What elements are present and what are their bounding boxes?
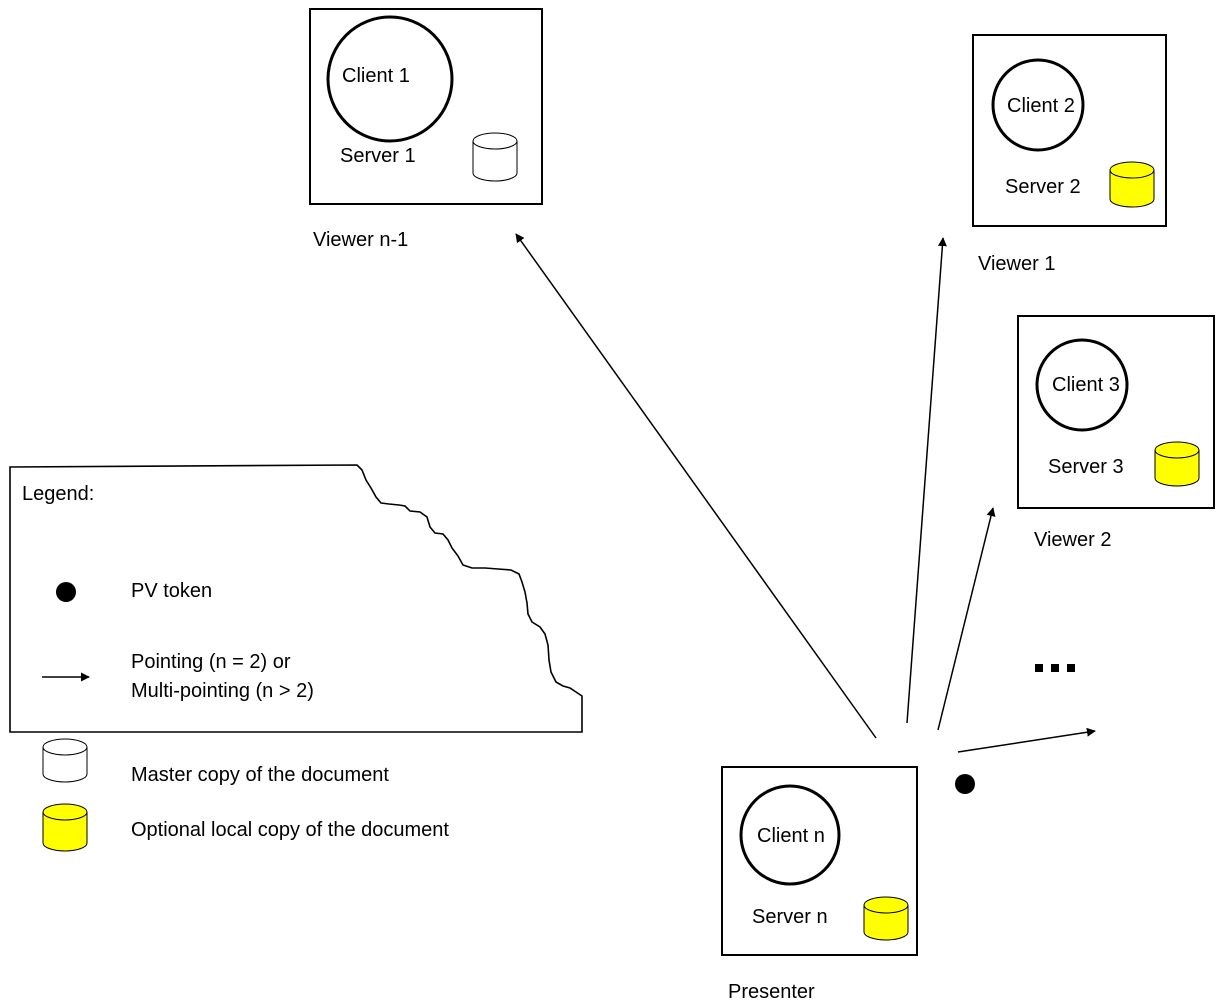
client-label: Client 2 — [1007, 95, 1075, 117]
legend-title: Legend: — [22, 483, 94, 505]
client-label: Client n — [757, 825, 825, 847]
legend-pointing-label-2: Multi-pointing (n > 2) — [131, 680, 314, 702]
arrow-to-viewer-2 — [938, 508, 993, 730]
local-cylinder-icon — [43, 804, 87, 851]
token-dot-icon — [56, 582, 76, 602]
client-label: Client 3 — [1052, 374, 1120, 396]
ellipsis-text: ... — [1036, 655, 1053, 677]
pv-token-icon — [955, 774, 975, 794]
server-label-number: 3 — [1112, 456, 1123, 478]
server-label: Server n — [752, 906, 828, 928]
server-label-prefix: Server — [1048, 456, 1112, 478]
node-viewer-1: Client 2 Server 2 Viewer 1 — [973, 35, 1166, 275]
master-cylinder-icon — [473, 133, 517, 181]
arrow-to-viewer-1 — [907, 238, 943, 723]
node-viewer-n-1: Client 1 Server 1 Viewer n-1 — [310, 9, 542, 251]
server-label: Server 1 — [340, 145, 416, 167]
local-cylinder-icon — [1110, 162, 1154, 207]
master-cylinder-icon — [43, 739, 87, 782]
node-viewer-2: Client 3 Server 3 Viewer 2 — [1018, 316, 1214, 551]
arrow-to-viewer-n-1 — [516, 234, 876, 738]
role-label: Presenter — [728, 981, 815, 1003]
legend-token-label: PV token — [131, 580, 212, 602]
local-cylinder-icon — [864, 897, 908, 940]
legend: Legend: PV token Pointing (n = 2) or Mul… — [10, 465, 582, 851]
legend-pointing-label-1: Pointing (n = 2) or — [131, 651, 291, 673]
local-cylinder-icon — [1155, 442, 1199, 486]
pointing-arrows — [516, 234, 1095, 752]
legend-master-label: Master copy of the document — [131, 764, 389, 786]
role-label: Viewer n-1 — [313, 229, 408, 251]
role-label: Viewer 2 — [1034, 529, 1111, 551]
client-label: Client 1 — [342, 65, 410, 87]
server-label: Server 2 — [1005, 176, 1081, 198]
arrow-to-others — [958, 731, 1095, 752]
role-label: Viewer 1 — [978, 253, 1055, 275]
node-presenter: Client n Server n Presenter — [722, 767, 917, 1003]
server-label: Server 3 — [1048, 456, 1124, 478]
legend-local-label: Optional local copy of the document — [131, 819, 449, 841]
